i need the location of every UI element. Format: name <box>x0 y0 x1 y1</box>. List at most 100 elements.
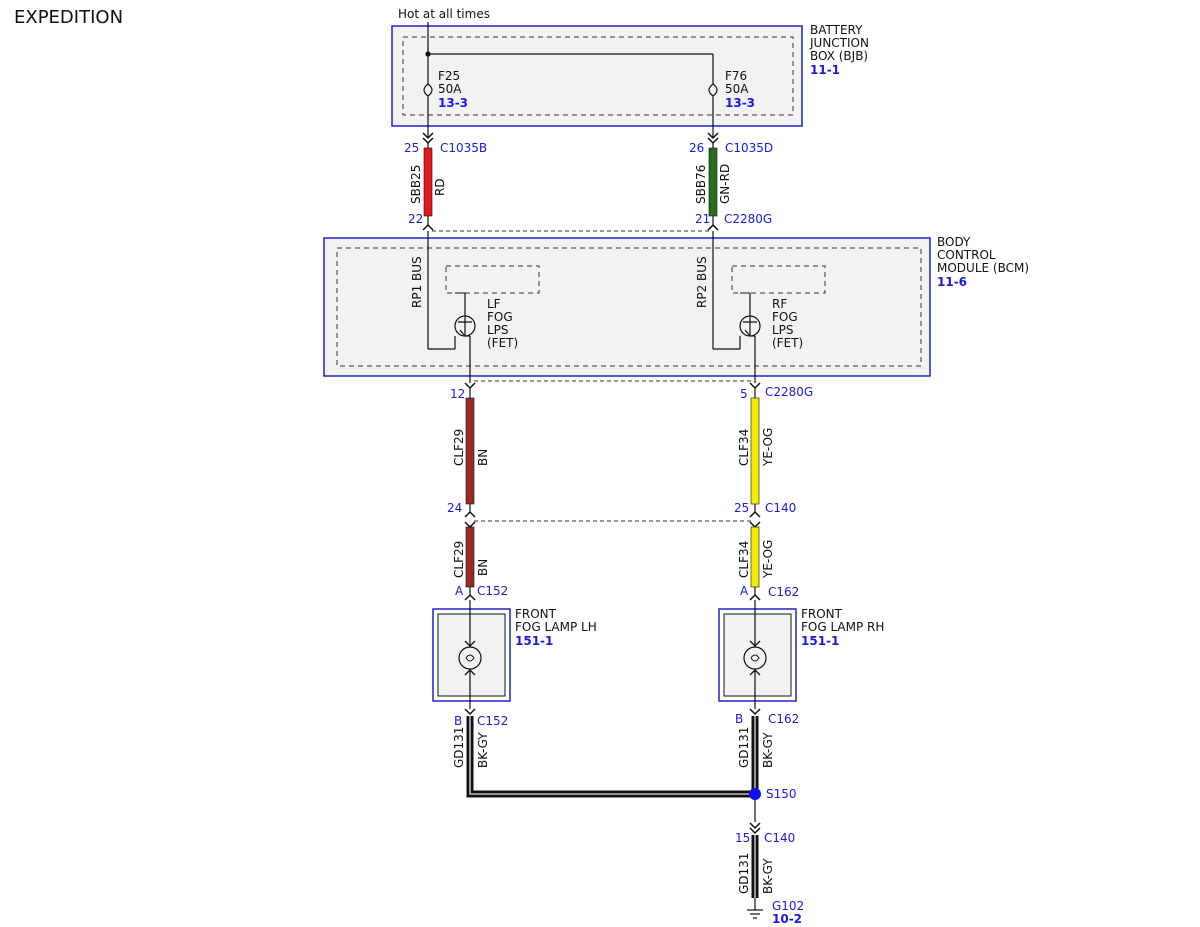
lf-output-line-1: LF <box>487 297 501 311</box>
wire-gd131-ground-color: BK-GY <box>761 858 775 894</box>
fuse-f25-ref[interactable]: 13-3 <box>438 96 468 110</box>
lf-output-line-2: FOG <box>487 310 513 324</box>
connector-c152-a-symbol <box>464 593 476 601</box>
lamp-rh-name-line-1: FRONT <box>801 607 843 621</box>
c152-a-name[interactable]: C152 <box>477 584 508 598</box>
bcm-inner-dashed <box>336 247 922 367</box>
bcm-left-bus-label: RP1 BUS <box>410 256 424 308</box>
c2280g-right-pin: 21 <box>695 212 710 226</box>
ground-g102-name[interactable]: G102 <box>772 899 804 913</box>
wire-clf34-lower-circuit: CLF34 <box>737 541 751 578</box>
rf-output-line-2: FOG <box>772 310 798 324</box>
rf-output-line-4: (FET) <box>772 336 803 350</box>
lamp-lh-outline <box>432 608 511 702</box>
bjb-ref-link[interactable]: 11-1 <box>810 63 840 77</box>
bcm-outline <box>323 237 931 377</box>
connector-c152-b-symbol <box>464 708 476 716</box>
wire-gd131-right-circuit: GD131 <box>737 727 751 768</box>
splice-s150-dot[interactable] <box>749 788 761 800</box>
fuse-f25-id: F25 <box>438 69 460 83</box>
c2280g-name[interactable]: C2280G <box>724 212 772 226</box>
wire-clf29-upper-color: BN <box>476 449 490 466</box>
bcm-name-line-2: CONTROL <box>937 248 996 262</box>
wire-sbb25[interactable] <box>423 143 433 225</box>
c2280g-left-pin: 22 <box>408 212 423 226</box>
c140-left-pin: 24 <box>447 501 462 515</box>
bcm-right-bus-label: RP2 BUS <box>695 256 709 308</box>
connector-c162-b-symbol <box>749 708 761 716</box>
c152-b-name[interactable]: C152 <box>477 714 508 728</box>
wire-clf29-lower[interactable] <box>465 526 475 595</box>
connector-c140-g-symbol <box>749 822 761 835</box>
c2280g-out-left-pin: 12 <box>450 387 465 401</box>
wire-clf29-lower-circuit: CLF29 <box>452 541 466 578</box>
bjb-name-line-3: BOX (BJB) <box>810 49 868 63</box>
c1035d-pin: 26 <box>689 141 704 155</box>
wire-sbb25-color: RD <box>433 178 447 196</box>
bcm-ref-link[interactable]: 11-6 <box>937 275 967 289</box>
c140-name[interactable]: C140 <box>765 501 796 515</box>
wire-sbb76-circuit: SBB76 <box>694 165 708 204</box>
bjb-outline <box>391 25 803 127</box>
wire-sbb25-circuit: SBB25 <box>409 165 423 204</box>
c162-a-pin: A <box>740 584 749 598</box>
connector-c2280g-out-r-symbol <box>749 382 761 390</box>
wire-gd131-right-color: BK-GY <box>761 732 775 768</box>
splice-s150-name[interactable]: S150 <box>766 787 797 801</box>
wire-clf34-upper-color: YE-OG <box>761 428 775 467</box>
rf-fog-logic-box <box>731 265 826 294</box>
fuse-f76-ref[interactable]: 13-3 <box>725 96 755 110</box>
lf-output-line-4: (FET) <box>487 336 518 350</box>
lamp-rh-inner <box>723 613 792 697</box>
lamp-rh-ref-link[interactable]: 151-1 <box>801 634 839 648</box>
c140-right-pin: 25 <box>734 501 749 515</box>
lf-fog-logic-box <box>445 265 540 294</box>
c1035b-name[interactable]: C1035B <box>440 141 487 155</box>
rf-output-line-3: LPS <box>772 323 794 337</box>
c140-ground-name[interactable]: C140 <box>764 831 795 845</box>
connector-c2280g-out-l-symbol <box>464 382 476 390</box>
front-fog-lamp-lh: FRONT FOG LAMP LH 151-1 <box>432 600 597 709</box>
c1035b-pin: 25 <box>404 141 419 155</box>
wire-clf29-upper-circuit: CLF29 <box>452 429 466 466</box>
wire-clf34-upper[interactable] <box>750 388 760 512</box>
lamp-rh-outline <box>718 608 797 702</box>
c1035d-name[interactable]: C1035D <box>725 141 773 155</box>
lamp-lh-ref-link[interactable]: 151-1 <box>515 634 553 648</box>
fuse-f76-rating: 50A <box>725 82 749 96</box>
c140-ground-pin: 15 <box>735 831 750 845</box>
wire-clf29-upper[interactable] <box>465 388 475 512</box>
c2280g-out-name[interactable]: C2280G <box>765 385 813 399</box>
c162-a-name[interactable]: C162 <box>768 585 799 599</box>
wire-gd131-left-circuit: GD131 <box>452 727 466 768</box>
connector-c2280g-l-symbol <box>422 223 434 231</box>
battery-junction-box: Hot at all times F25 50A 13-3 F76 50A 13… <box>391 7 869 138</box>
lf-output-line-3: LPS <box>487 323 509 337</box>
page-title: EXPEDITION <box>14 7 123 28</box>
front-fog-lamp-rh: FRONT FOG LAMP RH 151-1 <box>718 600 884 709</box>
wire-gd131-ground-circuit: GD131 <box>737 853 751 894</box>
connector-c140-l-symbol <box>464 510 476 529</box>
wire-gd131-left-color: BK-GY <box>476 732 490 768</box>
c2280g-out-right-pin: 5 <box>740 387 748 401</box>
wire-clf29-lower-color: BN <box>476 559 490 576</box>
ground-g102-icon <box>747 909 763 919</box>
lamp-lh-name-line-2: FOG LAMP LH <box>515 620 597 634</box>
bjb-name-line-2: JUNCTION <box>809 36 869 50</box>
c152-a-pin: A <box>455 584 464 598</box>
connector-c140-r-symbol <box>749 510 761 529</box>
ground-g102-ref-link[interactable]: 10-2 <box>772 912 802 926</box>
bjb-name-line-1: BATTERY <box>810 23 863 37</box>
bcm-name-line-1: BODY <box>937 235 971 249</box>
bcm-name-line-3: MODULE (BCM) <box>937 261 1029 275</box>
c162-b-name[interactable]: C162 <box>768 712 799 726</box>
wire-gd131-left[interactable] <box>466 716 755 798</box>
c152-b-pin: B <box>454 714 462 728</box>
wire-sbb76[interactable] <box>708 143 718 225</box>
wire-clf34-lower[interactable] <box>750 526 760 595</box>
fuse-f25-rating: 50A <box>438 82 462 96</box>
connector-c162-a-symbol <box>749 593 761 601</box>
power-source-label: Hot at all times <box>398 7 490 21</box>
lamp-rh-name-line-2: FOG LAMP RH <box>801 620 884 634</box>
